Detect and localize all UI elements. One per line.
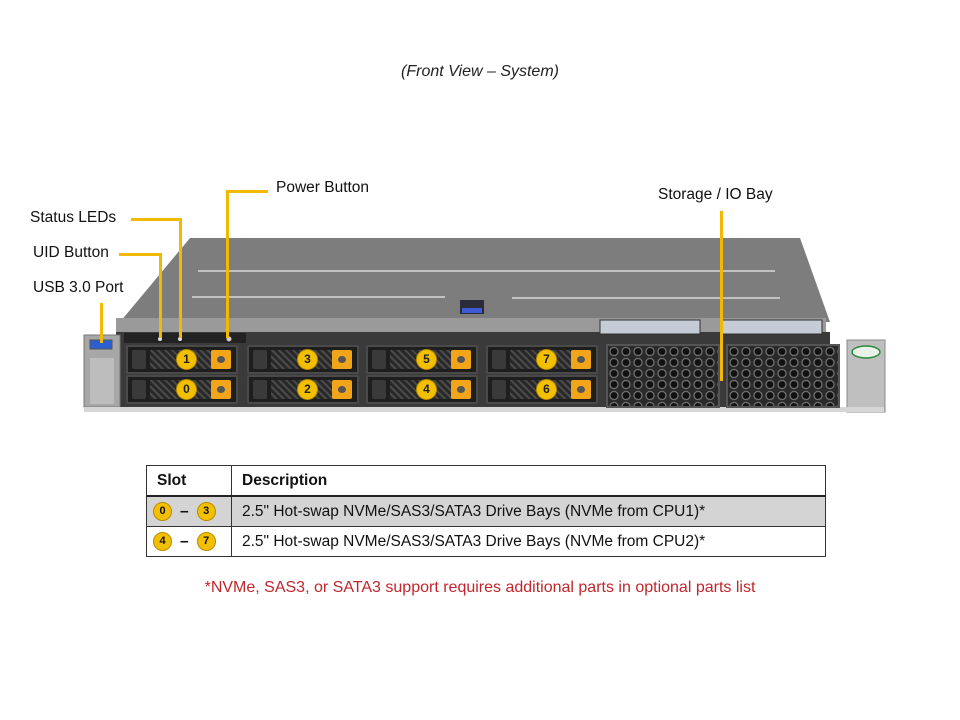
pull-tab-label bbox=[599, 319, 701, 335]
drive-release-latch bbox=[211, 350, 231, 369]
footnote: *NVMe, SAS3, or SATA3 support requires a… bbox=[204, 579, 756, 596]
drive-grill bbox=[253, 350, 267, 369]
drive-grill bbox=[132, 350, 146, 369]
drive-bay-2: 2 bbox=[247, 375, 359, 404]
slot-number-badge: 2 bbox=[297, 379, 318, 400]
drive-bay-5: 5 bbox=[366, 345, 478, 374]
leader-power-v bbox=[226, 190, 229, 338]
drive-release-latch bbox=[451, 350, 471, 369]
header-description: Description bbox=[231, 465, 826, 497]
slot-badge: 4 bbox=[153, 532, 172, 551]
left-ear-handle bbox=[90, 358, 114, 404]
drive-release-latch bbox=[211, 380, 231, 399]
drive-grill bbox=[132, 380, 146, 399]
callout-power-button: Power Button bbox=[276, 179, 370, 196]
drive-grill bbox=[372, 380, 386, 399]
slot-range: 0–3 bbox=[146, 495, 232, 527]
drive-grill bbox=[372, 350, 386, 369]
table-row: 4–7 2.5" Hot-swap NVMe/SAS3/SATA3 Drive … bbox=[146, 526, 826, 557]
drive-release-latch bbox=[571, 350, 591, 369]
header-slot: Slot bbox=[146, 465, 232, 497]
drive-bay-6: 6 bbox=[486, 375, 598, 404]
slot-range: 4–7 bbox=[146, 526, 232, 557]
slot-table: Slot Description 0–3 2.5" Hot-swap NVMe/… bbox=[146, 465, 826, 557]
drive-bay-7: 7 bbox=[486, 345, 598, 374]
drive-release-latch bbox=[571, 380, 591, 399]
drive-release-latch bbox=[332, 380, 352, 399]
slot-description: 2.5" Hot-swap NVMe/SAS3/SATA3 Drive Bays… bbox=[231, 495, 826, 527]
storage-io-bay-left bbox=[606, 344, 720, 408]
uid-button-led bbox=[158, 337, 162, 341]
figure-caption: (Front View – System) bbox=[401, 63, 559, 80]
chassis-bottom-edge bbox=[84, 407, 884, 412]
drive-bay-1: 1 bbox=[126, 345, 238, 374]
storage-io-bay-right bbox=[726, 344, 840, 408]
drive-bay-3: 3 bbox=[247, 345, 359, 374]
drive-bay-0: 0 bbox=[126, 375, 238, 404]
leader-power-h bbox=[226, 190, 268, 193]
pull-tab-label bbox=[721, 319, 823, 335]
slot-badge: 3 bbox=[196, 502, 216, 521]
drive-release-latch bbox=[332, 350, 352, 369]
callout-status-leds: Status LEDs bbox=[30, 209, 117, 226]
cover-release-latch-blue bbox=[462, 308, 482, 313]
control-panel-strip bbox=[124, 333, 246, 343]
drive-grill bbox=[492, 380, 506, 399]
range-dash: – bbox=[180, 502, 189, 520]
slot-number-badge: 3 bbox=[297, 349, 318, 370]
leader-status-h bbox=[131, 218, 182, 221]
drive-grill bbox=[492, 350, 506, 369]
callout-storage-io-bay: Storage / IO Bay bbox=[658, 186, 773, 203]
slot-badge: 7 bbox=[196, 532, 216, 551]
range-dash: – bbox=[180, 532, 189, 550]
chassis-top-cover bbox=[120, 238, 830, 322]
table-row: 0–3 2.5" Hot-swap NVMe/SAS3/SATA3 Drive … bbox=[146, 495, 826, 527]
brand-logo bbox=[851, 345, 881, 359]
leader-storage-v bbox=[720, 211, 723, 381]
drive-release-latch bbox=[451, 380, 471, 399]
slot-number-badge: 1 bbox=[176, 349, 197, 370]
leader-uid-v bbox=[159, 253, 162, 338]
status-led bbox=[178, 337, 182, 341]
callout-usb-port: USB 3.0 Port bbox=[33, 279, 124, 296]
callout-uid-button: UID Button bbox=[33, 244, 109, 261]
slot-number-badge: 7 bbox=[536, 349, 557, 370]
leader-usb-v bbox=[100, 303, 103, 343]
slot-badge: 0 bbox=[153, 502, 172, 521]
slot-number-badge: 0 bbox=[176, 379, 197, 400]
slot-number-badge: 6 bbox=[536, 379, 557, 400]
table-header-row: Slot Description bbox=[146, 465, 826, 497]
leader-uid-h bbox=[119, 253, 162, 256]
leader-status-v bbox=[179, 218, 182, 338]
slot-number-badge: 5 bbox=[416, 349, 437, 370]
slot-number-badge: 4 bbox=[416, 379, 437, 400]
slot-description: 2.5" Hot-swap NVMe/SAS3/SATA3 Drive Bays… bbox=[231, 526, 826, 557]
drive-bay-4: 4 bbox=[366, 375, 478, 404]
drive-grill bbox=[253, 380, 267, 399]
